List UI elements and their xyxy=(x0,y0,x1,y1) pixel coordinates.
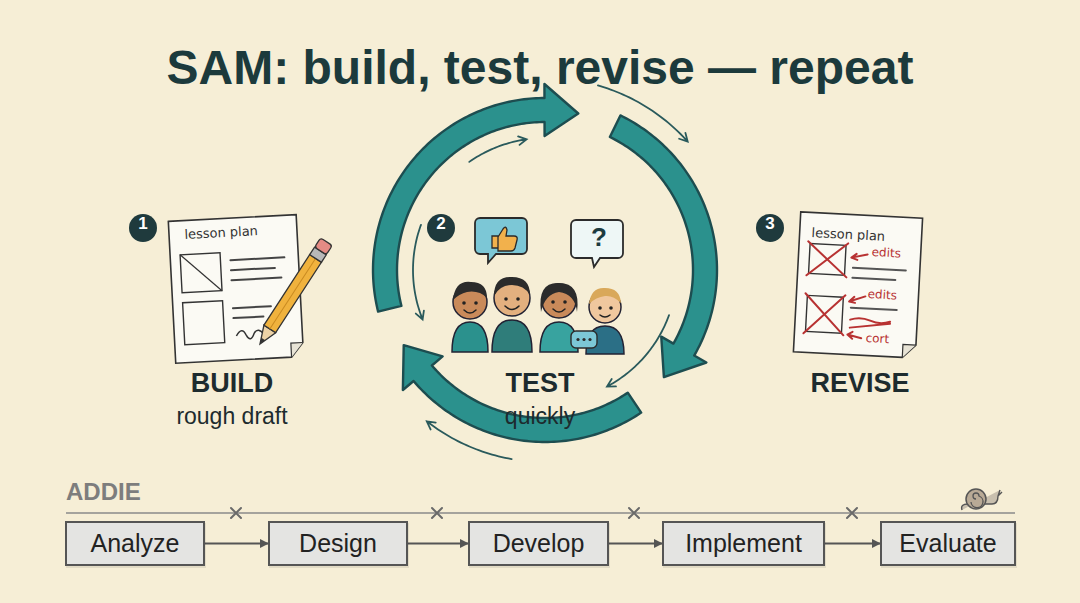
phase-box: Evaluate xyxy=(880,521,1016,566)
phase-name: Develop xyxy=(493,529,585,558)
draft-document xyxy=(168,215,303,364)
phase-box: Implement xyxy=(662,521,825,566)
phase-box: Develop xyxy=(468,521,609,566)
cycle-arrow xyxy=(403,345,641,442)
model-name: ADDIE xyxy=(66,478,141,506)
phase-name: Implement xyxy=(685,529,802,558)
phase-box: Analyze xyxy=(65,521,205,566)
timeline xyxy=(66,489,1015,518)
step-name: REVISE xyxy=(760,368,960,399)
cycle-arrow xyxy=(610,115,717,377)
tester-group xyxy=(452,218,624,354)
diagram-title: SAM: build, test, revise — repeat xyxy=(0,40,1080,95)
step-note: quickly xyxy=(440,403,640,430)
cycle-hint-arrow xyxy=(427,421,512,459)
callout-number: 1 xyxy=(129,214,157,242)
cycle-hint-arrow xyxy=(413,225,424,320)
phase-name: Analyze xyxy=(91,529,180,558)
callout-number: 3 xyxy=(756,214,784,242)
edit-note: cort xyxy=(865,331,889,346)
question-mark: ? xyxy=(579,222,619,253)
phase-name: Design xyxy=(299,529,377,558)
cycle-arrows xyxy=(373,84,717,459)
flow-arrow xyxy=(825,543,880,545)
pencil-icon xyxy=(254,238,332,348)
flow-arrow xyxy=(609,543,662,545)
callout-number: 2 xyxy=(427,214,455,242)
phase-name: Evaluate xyxy=(899,529,996,558)
cycle-arrow xyxy=(373,84,578,312)
revised-document xyxy=(793,212,922,358)
flow-arrow xyxy=(408,543,468,545)
step-note: rough draft xyxy=(132,403,332,430)
step-name: BUILD xyxy=(132,368,332,399)
edit-note: edits xyxy=(867,287,897,303)
edit-note: edits xyxy=(871,245,901,261)
step-name: TEST xyxy=(440,368,640,399)
phase-box: Design xyxy=(268,521,408,566)
snail-icon xyxy=(962,489,1002,510)
cycle-hint-arrow xyxy=(469,136,526,162)
flow-arrow xyxy=(205,543,268,545)
